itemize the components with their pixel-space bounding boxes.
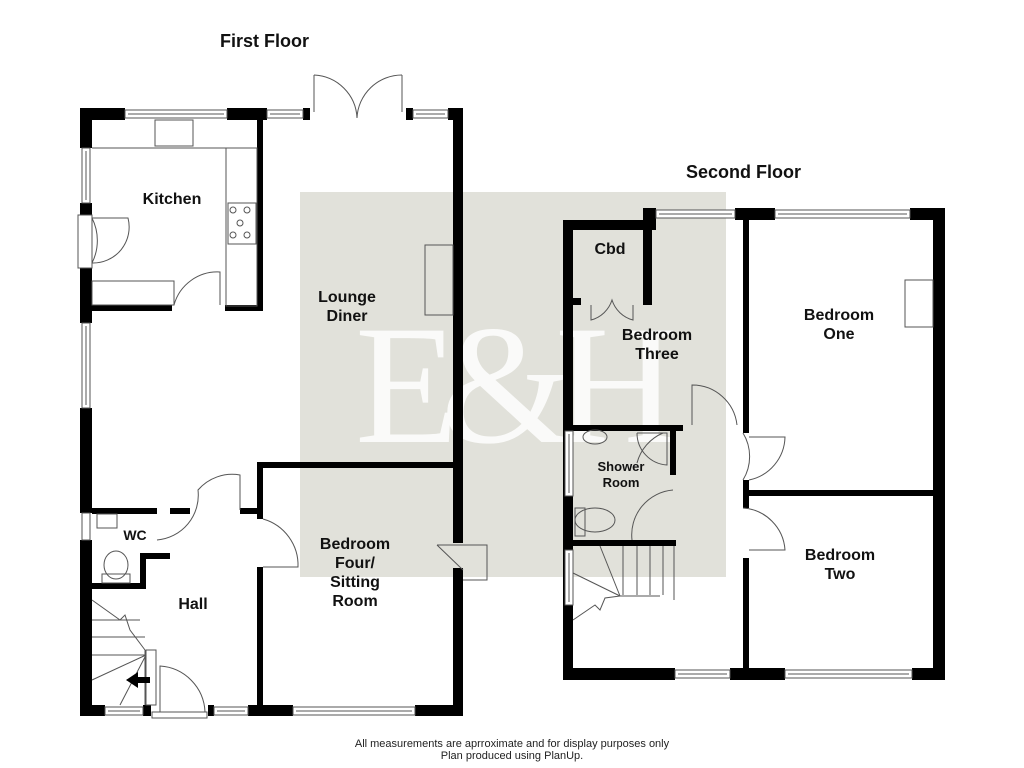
room-label-kitchen: Kitchen [142,191,202,208]
first-floor-title: First Floor [220,31,309,51]
room-label-wc: WC [123,527,147,543]
second-floor-title: Second Floor [686,162,802,182]
watermark-panel [300,192,726,577]
footer-disclaimer: All measurements are aprroximate and for… [354,738,670,750]
room-label-bedroom-one: Bedroom One [803,307,875,343]
room-label-bedroom-three: Bedroom Three [621,327,693,363]
room-label-lounge-diner: Lounge Diner [318,289,376,325]
room-label-hall: Hall [178,596,208,613]
watermark-logo: E&H [355,291,678,479]
room-label-bedroom-two: Bedroom Two [804,547,876,583]
room-label-cbd: Cbd [594,241,626,258]
room-label-shower-room: Shower Room [597,459,645,490]
room-label-bedroom-four: Bedroom Four/ Sitting Room [319,536,391,610]
footer-credit: Plan produced using PlanUp. [440,750,584,762]
